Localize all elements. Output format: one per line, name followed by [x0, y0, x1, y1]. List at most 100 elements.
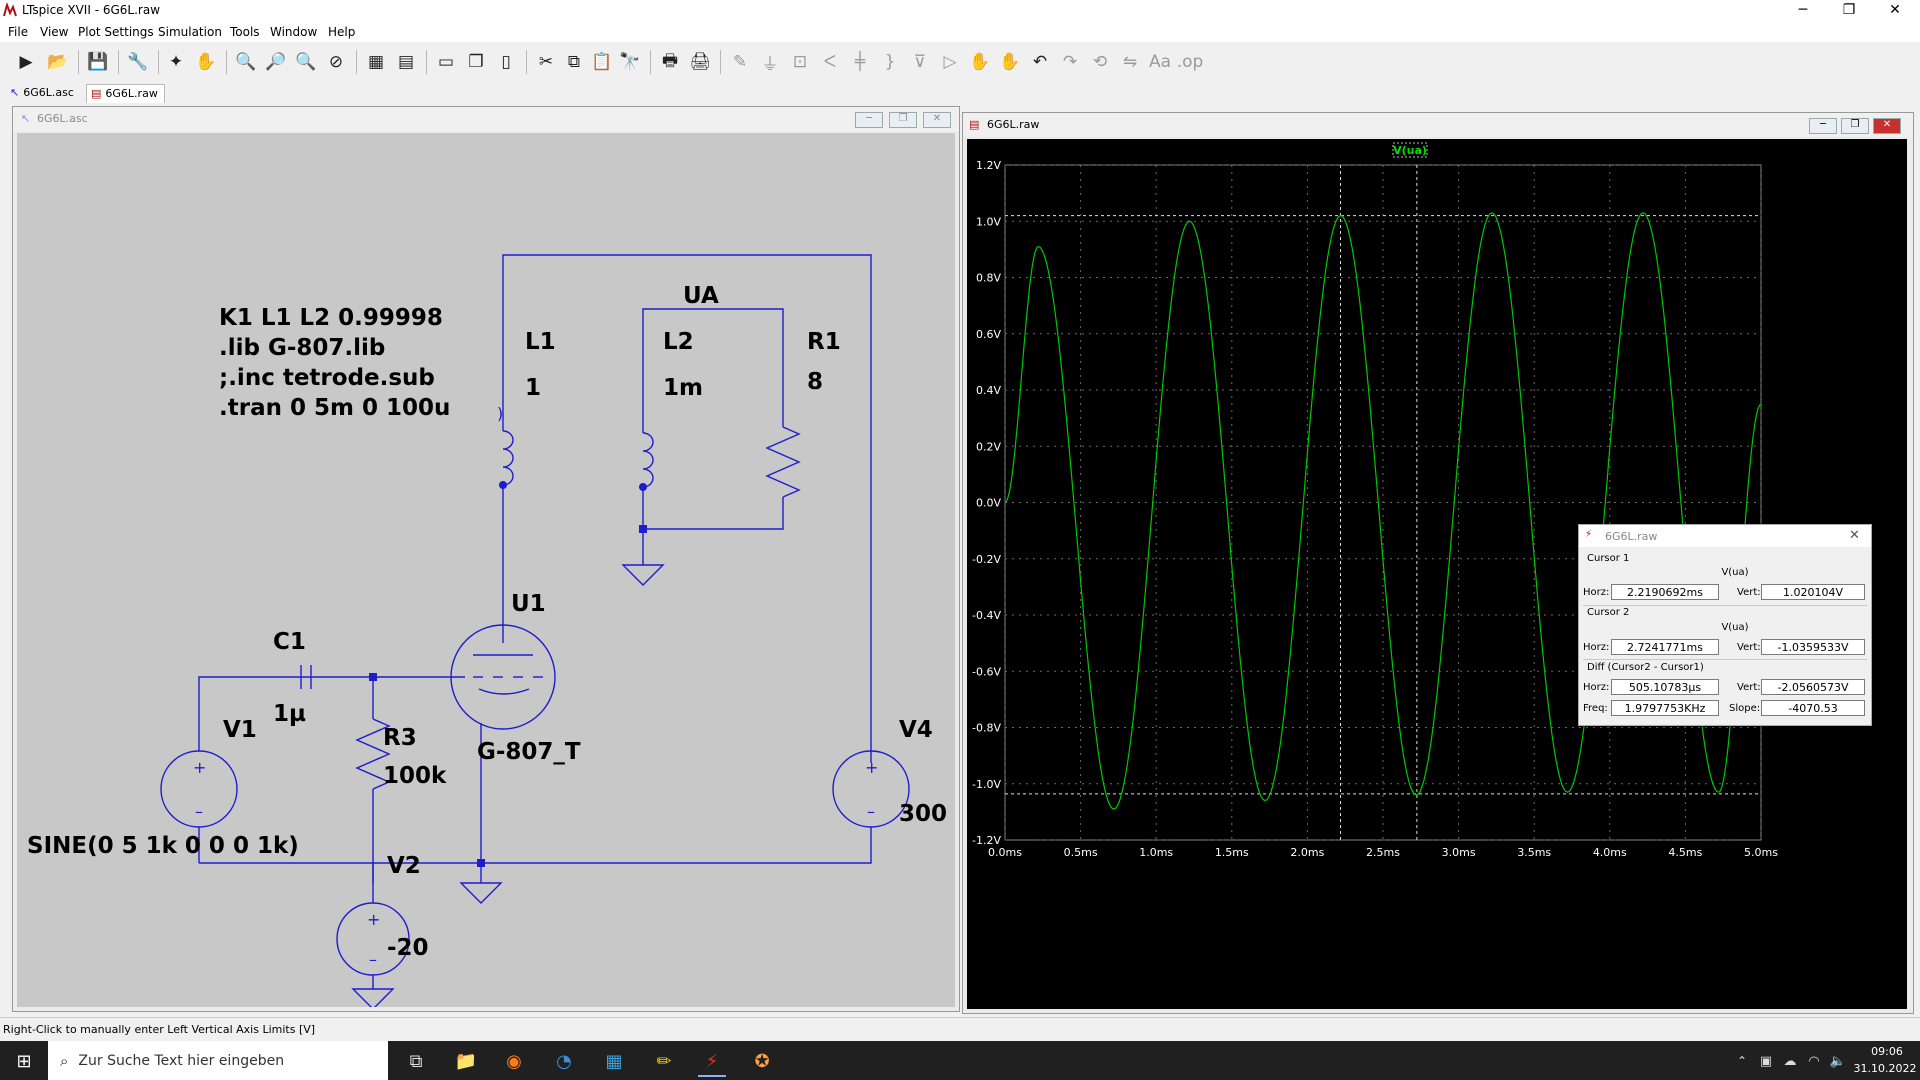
print-icon[interactable]: 🖶 — [661, 50, 679, 71]
app-circle-icon[interactable]: ◔ — [556, 1050, 572, 1072]
directive-coupling[interactable]: K1 L1 L2 0.99998 — [219, 305, 443, 331]
schematic-canvas[interactable]: +– +– +– ) K1 L1 L2 0.99998 .lib G-807.l… — [17, 133, 955, 1007]
open-folder-icon[interactable]: 📂 — [47, 52, 69, 72]
zoom-out-icon[interactable]: 🔍 — [295, 52, 317, 72]
menu-simulation[interactable]: Simulation — [158, 25, 222, 39]
y-tick-label[interactable]: -0.6V — [972, 665, 1001, 678]
waveform-close-button[interactable]: ✕ — [1873, 118, 1901, 134]
text-icon[interactable]: Aa — [1148, 52, 1172, 72]
minimize-button[interactable]: ─ — [1798, 2, 1808, 18]
menu-file[interactable]: File — [8, 25, 29, 39]
slope-field[interactable]: -4070.53 — [1761, 700, 1865, 716]
x-tick-label[interactable]: 3.5ms — [1517, 846, 1551, 859]
x-tick-label[interactable]: 0.0ms — [988, 846, 1022, 859]
network-icon[interactable]: ▣ — [1759, 1053, 1773, 1069]
schematic-close-button[interactable]: ✕ — [923, 112, 951, 128]
y-tick-label[interactable]: -0.4V — [972, 609, 1001, 622]
label-l1-value[interactable]: 1 — [525, 375, 541, 401]
capacitor-icon[interactable]: ╪ — [854, 52, 866, 72]
label-v1-value[interactable]: SINE(0 5 1k 0 0 0 1k) — [27, 833, 299, 859]
paste-icon[interactable]: 📋 — [591, 52, 613, 72]
label-r1-value[interactable]: 8 — [807, 369, 823, 395]
label-v2-value[interactable]: -20 — [387, 935, 429, 961]
y-tick-label[interactable]: -0.2V — [972, 553, 1001, 566]
net-label-ua[interactable]: UA — [683, 283, 719, 309]
zoom-fit-icon[interactable]: 🔎 — [265, 52, 287, 72]
windows-start-icon[interactable]: ⊞ — [16, 1050, 32, 1072]
x-tick-label[interactable]: 2.5ms — [1366, 846, 1400, 859]
label-net-icon[interactable]: ⊡ — [792, 52, 808, 72]
label-u1[interactable]: U1 — [511, 591, 546, 617]
x-tick-label[interactable]: 1.0ms — [1139, 846, 1173, 859]
menu-window[interactable]: Window — [270, 25, 318, 39]
clock-date[interactable]: 31.10.2022 — [1853, 1062, 1917, 1075]
find-icon[interactable]: 🔭 — [619, 52, 641, 72]
x-tick-label[interactable]: 3.0ms — [1442, 846, 1476, 859]
directive-inc[interactable]: ;.inc tetrode.sub — [219, 365, 435, 391]
label-v4-value[interactable]: 300 — [899, 801, 947, 827]
cursor1-vert-field[interactable]: 1.020104V — [1761, 584, 1865, 600]
label-c1-value[interactable]: 1µ — [273, 701, 306, 727]
move-hand-icon[interactable]: ✋ — [969, 52, 991, 72]
trace-label[interactable]: V(ua) — [1393, 144, 1427, 157]
resistor-icon[interactable]: ᐸ — [823, 52, 837, 72]
firefox-icon[interactable]: ◉ — [506, 1050, 522, 1072]
y-tick-label[interactable]: 1.0V — [976, 215, 1001, 228]
maximize-button[interactable]: ❐ — [1842, 2, 1856, 18]
label-r3[interactable]: R3 — [383, 725, 417, 751]
volume-icon[interactable]: 🔈 — [1829, 1053, 1847, 1069]
label-v1[interactable]: V1 — [223, 717, 257, 743]
chevron-up-icon[interactable]: ⌃ — [1736, 1054, 1748, 1068]
tile-horizontal-icon[interactable]: ▭ — [437, 52, 455, 72]
menu-tools[interactable]: Tools — [230, 25, 260, 39]
redo-icon[interactable]: ↷ — [1062, 52, 1078, 72]
zoom-in-icon[interactable]: 🔍 — [235, 52, 257, 72]
close-icon[interactable]: ✕ — [1849, 528, 1860, 543]
x-tick-label[interactable]: 4.0ms — [1593, 846, 1627, 859]
mirror-icon[interactable]: ⇋ — [1122, 52, 1138, 72]
cut-icon[interactable]: ✂ — [538, 52, 554, 72]
plot-grid-icon[interactable]: ▤ — [397, 52, 415, 72]
directive-lib[interactable]: .lib G-807.lib — [219, 335, 385, 361]
y-tick-label[interactable]: -1.2V — [972, 834, 1001, 847]
label-c1[interactable]: C1 — [273, 629, 306, 655]
clock-time[interactable]: 09:06 — [1871, 1045, 1903, 1058]
task-view-icon[interactable]: ⧉ — [409, 1050, 423, 1072]
y-tick-label[interactable]: 0.2V — [976, 440, 1001, 453]
close-button[interactable]: ✕ — [1889, 2, 1901, 18]
x-tick-label[interactable]: 0.5ms — [1064, 846, 1098, 859]
cursor2-horz-field[interactable]: 2.7241771ms — [1611, 639, 1719, 655]
save-icon[interactable]: 💾 — [87, 52, 109, 72]
print-preview-icon[interactable]: 🖨 — [689, 52, 711, 72]
spice-directive-icon[interactable]: .op — [1176, 52, 1204, 72]
undo-icon[interactable]: ↶ — [1032, 52, 1048, 72]
y-tick-label[interactable]: -1.0V — [972, 778, 1001, 791]
schematic-restore-button[interactable]: ❐ — [889, 112, 917, 128]
ltspice-taskbar-icon[interactable]: ⚡ — [698, 1047, 726, 1077]
label-v2[interactable]: V2 — [387, 853, 421, 879]
drag-hand-icon[interactable]: ✋ — [999, 52, 1021, 72]
file-explorer-icon[interactable]: 📁 — [454, 1050, 478, 1072]
label-v4[interactable]: V4 — [899, 717, 933, 743]
run-stop-icon[interactable]: ✦ — [168, 52, 184, 72]
y-tick-label[interactable]: 0.0V — [976, 497, 1001, 510]
zoom-cancel-icon[interactable]: ⊘ — [328, 52, 344, 72]
y-tick-label[interactable]: 0.8V — [976, 272, 1001, 285]
inductor-icon[interactable]: } — [884, 52, 896, 72]
pan-hand-icon[interactable]: ✋ — [195, 52, 217, 72]
control-panel-icon[interactable]: 🔧 — [127, 52, 149, 72]
menu-help[interactable]: Help — [328, 25, 356, 39]
waveform-restore-button[interactable]: ❐ — [1841, 118, 1869, 134]
component-icon[interactable]: ▷ — [943, 52, 957, 72]
label-r1[interactable]: R1 — [807, 329, 841, 355]
menu-plot-settings[interactable]: Plot Settings — [78, 25, 154, 39]
x-tick-label[interactable]: 2.0ms — [1290, 846, 1324, 859]
freq-field[interactable]: 1.9797753KHz — [1611, 700, 1719, 716]
y-tick-label[interactable]: 1.2V — [976, 159, 1001, 172]
rotate-icon[interactable]: ⟲ — [1092, 52, 1108, 72]
cursor2-vert-field[interactable]: -1.0359533V — [1761, 639, 1865, 655]
y-tick-label[interactable]: -0.8V — [972, 722, 1001, 735]
label-u1-model[interactable]: G-807_T — [477, 739, 581, 765]
trace-v-ua[interactable] — [1004, 212, 1762, 810]
